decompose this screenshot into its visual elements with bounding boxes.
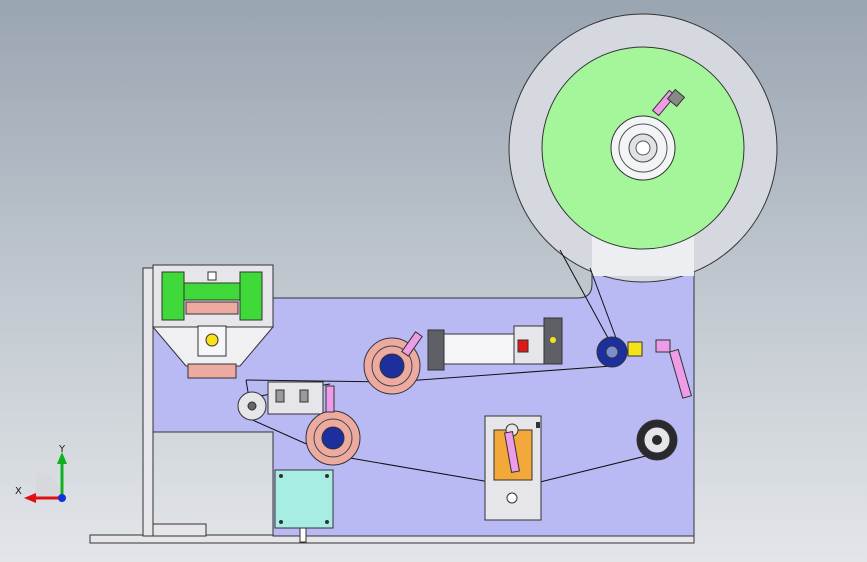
rewind-roller[interactable]: [636, 419, 678, 461]
lower-nip-roller[interactable]: [305, 385, 361, 466]
upper-nip-roller[interactable]: [363, 331, 423, 395]
triad-x-label: X: [15, 486, 22, 497]
drive-motor[interactable]: [274, 469, 334, 543]
lower-foot: [152, 523, 207, 537]
roll-lock-knob-icon[interactable]: [651, 88, 686, 117]
label-web: [245, 249, 651, 483]
dancer-handle-icon[interactable]: [668, 348, 693, 399]
triad-y-label: Y: [59, 444, 66, 455]
label-sensor[interactable]: [484, 415, 542, 521]
left-upright: [142, 267, 154, 537]
roll-hub-center: [635, 140, 651, 156]
roll-hub-ring: [618, 123, 668, 173]
head-bolt-icon: [205, 333, 219, 347]
labeling-head[interactable]: [151, 264, 275, 379]
air-cylinder[interactable]: [427, 317, 563, 371]
coordinate-triad-icon: [24, 452, 67, 503]
cylinder-indicator: [517, 339, 529, 353]
dancer-roller[interactable]: [596, 336, 693, 399]
peel-bracket[interactable]: [237, 381, 324, 421]
